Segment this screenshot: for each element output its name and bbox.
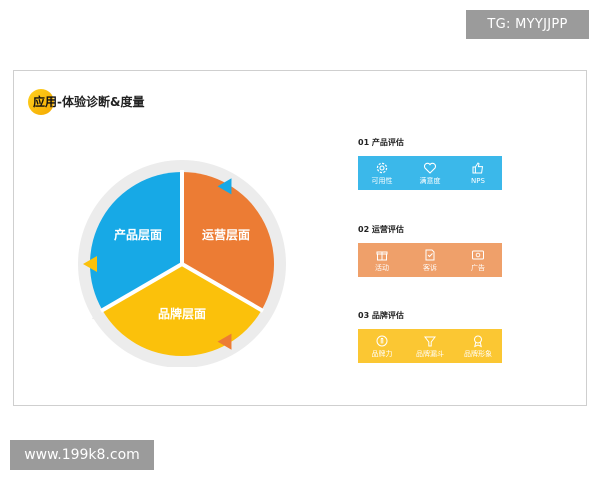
section-title: 02 运营评估 [358,225,404,234]
title-text: 应用-体验诊断&度量 [33,93,144,111]
item-activity: 活动 [362,248,402,273]
brand-power-icon [376,335,388,346]
title-prefix: 应用 [33,95,58,109]
ring-arrow-left [92,307,106,320]
title-accent-circle [28,89,54,115]
section-operations-evaluation: 02 运营评估 活动 客诉 [358,224,502,277]
section-title: 03 品牌评估 [358,311,404,320]
segment-label-brand: 品牌层面 [158,306,206,321]
item-brand-funnel: 品牌漏斗 [410,334,450,359]
title-rest: -体验诊断&度量 [57,95,145,109]
item-satisfaction: 满意度 [410,161,450,186]
section-bar: 活动 客诉 广告 [358,243,502,277]
ad-icon [472,250,484,259]
item-label: 广告 [471,263,485,272]
item-label: 品牌形象 [464,349,492,358]
segment-arrow-operations [217,333,232,350]
section-brand-evaluation: 03 品牌评估 品牌力 品牌漏斗 品牌形象 [358,310,502,363]
item-label: 品牌力 [371,349,393,358]
badge-icon [474,335,482,347]
ring-arrow-top [182,160,196,174]
thumbs-up-icon [472,161,484,173]
watermark-tg: TG: MYYJJPP [466,10,589,39]
separator-left [99,262,184,313]
item-usability: 可用性 [362,161,402,186]
heart-icon [423,162,437,174]
segment-arrow-brand [83,256,97,272]
slide-canvas: 应用-体验诊断&度量 产品层面 运营层面 品牌层面 01 产品评估 [13,70,587,406]
section-bar: 品牌力 品牌漏斗 品牌形象 [358,329,502,363]
section-title: 01 产品评估 [358,138,404,147]
section-bar: 可用性 满意度 NPS [358,156,502,190]
separator-right [180,262,265,313]
gear-icon [376,162,388,173]
item-label: 品牌漏斗 [416,349,444,358]
item-label: 可用性 [371,176,393,185]
item-ads: 广告 [458,248,498,273]
item-brand-image: 品牌形象 [458,334,498,359]
item-label: NPS [471,176,485,185]
ring-arrow-right [262,303,274,315]
item-brand-power: 品牌力 [362,334,402,359]
item-label: 客诉 [423,263,437,272]
item-nps: NPS [458,161,498,186]
complaint-doc-icon [425,249,435,260]
funnel-icon [423,336,437,346]
item-label: 活动 [375,263,389,272]
segment-label-product: 产品层面 [114,227,162,242]
gift-icon [376,251,388,260]
item-label: 满意度 [419,176,441,185]
item-complaints: 客诉 [410,248,450,273]
watermark-url: www.199k8.com [10,440,154,470]
cycle-diagram: 产品层面 运营层面 品牌层面 [78,160,286,367]
segment-arrow-product [217,178,232,195]
section-product-evaluation: 01 产品评估 可用性 满意度 NPS [358,137,502,190]
segment-label-operations: 运营层面 [202,227,250,242]
